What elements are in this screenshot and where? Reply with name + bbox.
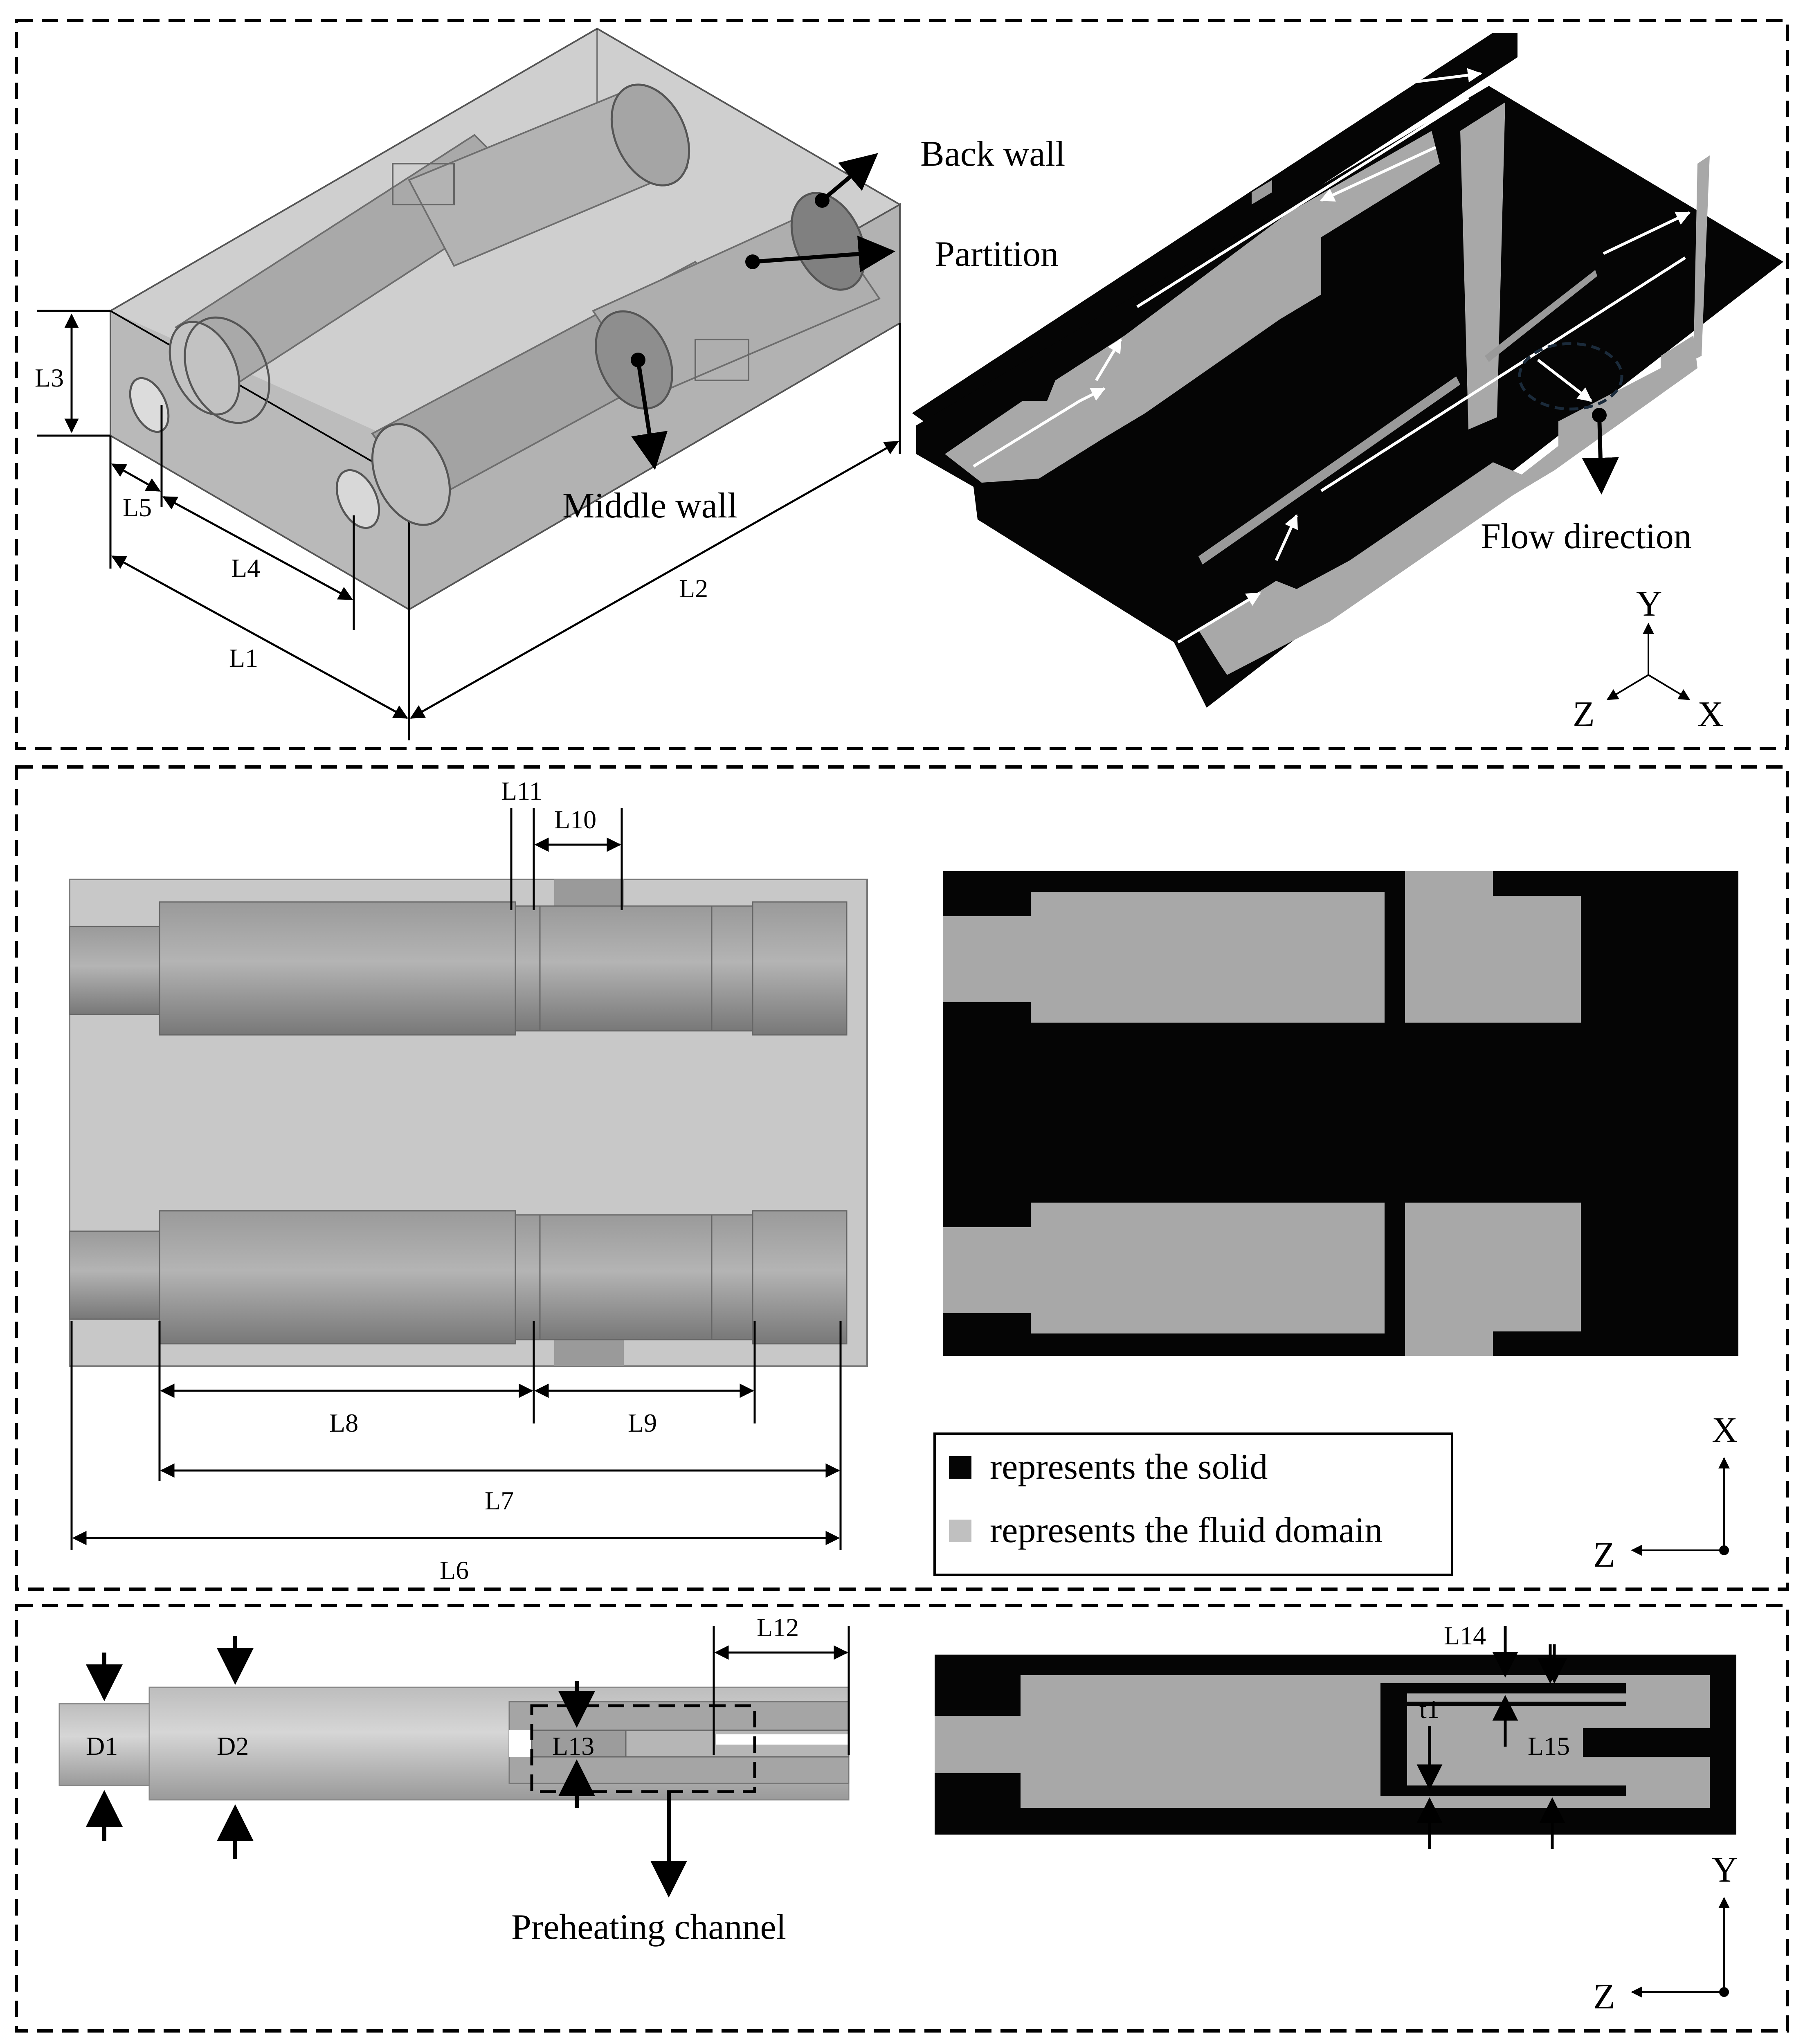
panel-frame-top (15, 19, 1789, 750)
dim-d2: D2 (217, 1731, 249, 1761)
axis-triad-top: Y Z X (1573, 584, 1724, 734)
dim-t1: t1 (1419, 1695, 1440, 1724)
flow-direction-label: Flow direction (1481, 517, 1692, 556)
dim-l13: L13 (552, 1731, 594, 1761)
panel-frame-middle (15, 765, 1789, 1591)
dim-l1: L1 (229, 643, 258, 672)
axis-triad-bottom: Y Z (1593, 1850, 1738, 2017)
legend-swatch-solid (949, 1456, 971, 1479)
preheating-box (530, 1704, 756, 1793)
dim-l9: L9 (628, 1408, 657, 1437)
axis-label-y: Y (1636, 584, 1662, 624)
dim-l2: L2 (679, 574, 708, 603)
dim-l4: L4 (231, 553, 260, 582)
partition-label: Partition (935, 234, 1059, 274)
top-view-model (69, 879, 868, 1367)
middle-wall-label: Middle wall (562, 486, 737, 526)
back-cylinder (129, 83, 690, 433)
dim-d1: D1 (86, 1731, 118, 1761)
axis-label-y-bot: Y (1712, 1850, 1738, 1890)
isometric-model (109, 27, 902, 611)
axis-label-z-bot: Z (1593, 1977, 1615, 2017)
dim-l5: L5 (123, 493, 152, 522)
panel-frame-bottom (15, 1604, 1789, 2033)
preheating-channel-label: Preheating channel (511, 1907, 786, 1947)
dim-l12: L12 (757, 1613, 799, 1642)
dim-l8: L8 (329, 1408, 358, 1437)
dim-l10: L10 (554, 805, 596, 834)
dim-l15: L15 (1528, 1731, 1570, 1761)
dim-l3: L3 (35, 363, 64, 392)
thickness-arrows (1416, 1626, 1567, 1849)
side-view-section (935, 1655, 1736, 1835)
axis-label-x: X (1697, 695, 1724, 734)
legend-swatch-fluid (949, 1520, 971, 1542)
dim-l11: L11 (501, 776, 542, 805)
isometric-section (912, 33, 1783, 708)
axis-label-z: Z (1573, 695, 1595, 734)
legend: represents the solid represents the flui… (933, 1432, 1453, 1576)
axis-label-z-mid: Z (1593, 1535, 1615, 1575)
dim-l6: L6 (440, 1556, 469, 1585)
back-wall-label: Back wall (920, 134, 1065, 174)
legend-label-solid: represents the solid (990, 1447, 1268, 1487)
dim-l7: L7 (485, 1486, 514, 1515)
dim-l14: L14 (1444, 1621, 1486, 1650)
legend-label-fluid: represents the fluid domain (990, 1511, 1383, 1550)
axis-triad-middle: X Z (1593, 1410, 1738, 1575)
top-view-section (943, 871, 1738, 1356)
axis-label-x-mid: X (1712, 1410, 1738, 1450)
side-view-model (58, 1686, 850, 1801)
